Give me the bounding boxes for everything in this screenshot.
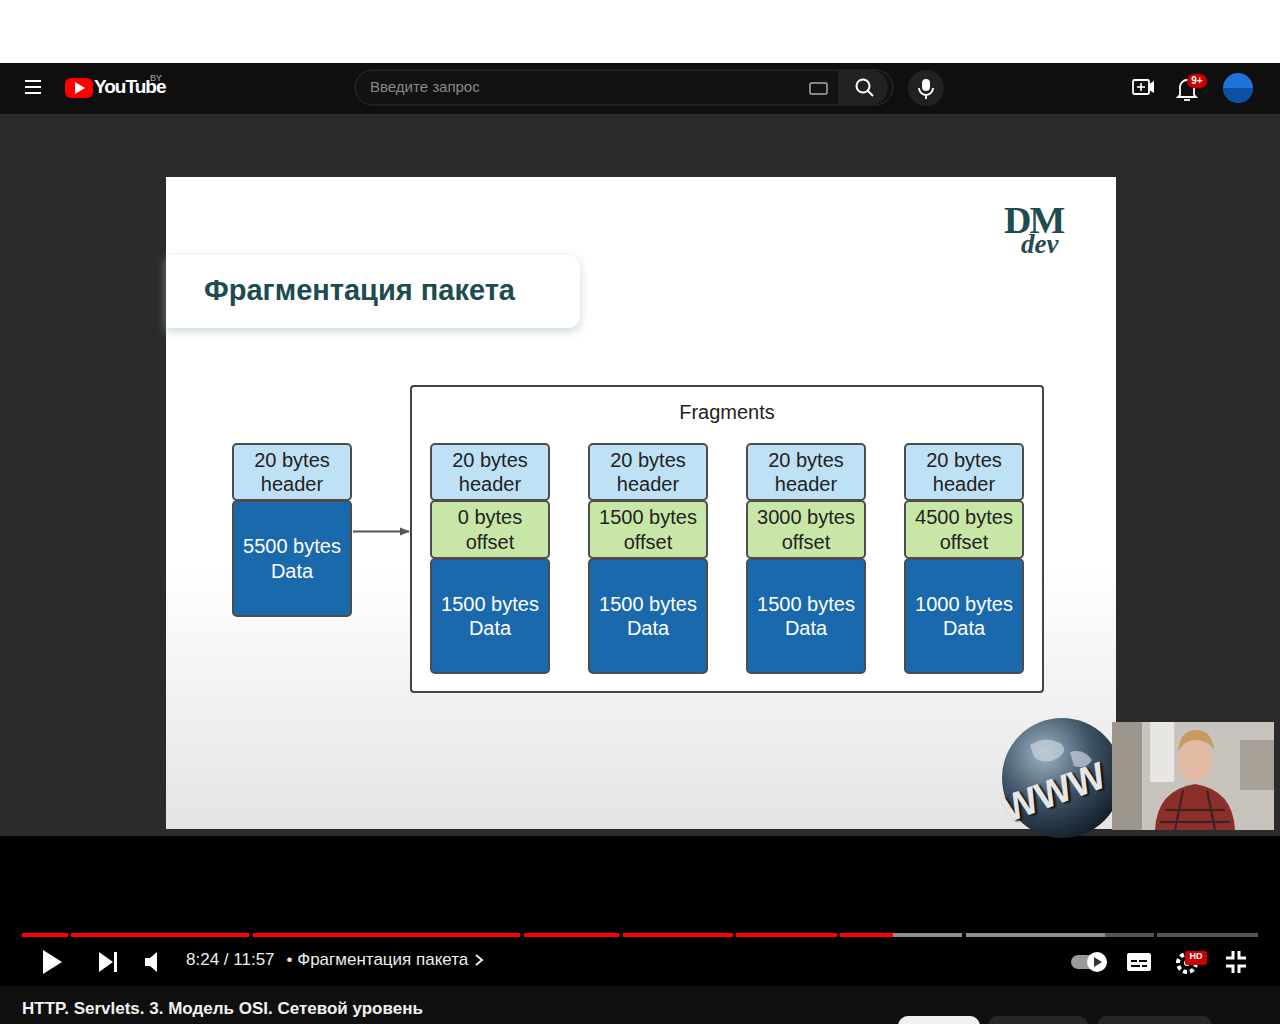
box-text: 5500 bytes Data — [238, 534, 346, 583]
data-box: 1500 bytes Data — [746, 558, 866, 674]
slide — [166, 177, 1116, 829]
search-icon — [857, 80, 870, 93]
offset-box: 1500 bytes offset — [588, 500, 708, 559]
search-placeholder: Введите запрос — [370, 79, 480, 96]
box-text: 20 bytes header — [238, 448, 346, 497]
notification-badge: 9+ — [1189, 75, 1205, 86]
header-box: 20 bytes header — [904, 443, 1024, 501]
arrow-connector — [353, 531, 409, 533]
box-text: 20 bytes header — [594, 448, 702, 497]
video-title: HTTP. Servlets. 3. Модель OSI. Сетевой у… — [22, 1000, 423, 1019]
volume-icon — [145, 952, 157, 972]
mic-icon — [922, 79, 930, 91]
data-box: 1000 bytes Data — [904, 558, 1024, 674]
box-text: 1500 bytes Data — [436, 592, 544, 641]
avatar — [1223, 73, 1253, 103]
chapter-title: • Фрагментация пакета — [287, 950, 469, 970]
slide-title: Фрагментация пакета — [204, 274, 515, 307]
box-text: 0 bytes offset — [436, 505, 544, 554]
fragments-container: Fragments 20 bytes header 0 bytes offset 15… — [410, 385, 1044, 693]
box-text: 20 bytes header — [910, 448, 1018, 497]
box-text: 4500 bytes offset — [910, 505, 1018, 554]
header-box: 20 bytes header — [232, 443, 352, 501]
hd-badge: HD — [1186, 952, 1206, 962]
offset-box: 0 bytes offset — [430, 500, 550, 559]
logo-dev: dev — [1021, 230, 1058, 260]
data-box: 1500 bytes Data — [430, 558, 550, 674]
box-text: 1000 bytes Data — [910, 592, 1018, 641]
play-icon — [43, 950, 62, 974]
data-box: 5500 bytes Data — [232, 500, 352, 617]
box-text: 3000 bytes offset — [752, 505, 860, 554]
offset-box: 3000 bytes offset — [746, 500, 866, 559]
webcam-feed — [1112, 722, 1274, 830]
title-pill — [166, 255, 580, 328]
header-box: 20 bytes header — [588, 443, 708, 501]
progress-bar — [22, 933, 1258, 937]
box-text: 1500 bytes Data — [752, 592, 860, 641]
fullscreen-exit-icon — [1226, 951, 1246, 973]
subtitles-icon — [1127, 953, 1151, 971]
container-title: Fragments — [412, 401, 1042, 424]
create-icon — [1133, 80, 1149, 94]
keyboard-icon — [810, 83, 827, 94]
box-text: 20 bytes header — [752, 448, 860, 497]
menu-icon — [25, 81, 41, 93]
box-text: 1500 bytes Data — [594, 592, 702, 641]
next-icon — [99, 952, 113, 972]
offset-box: 4500 bytes offset — [904, 500, 1024, 559]
time-row: 8:24 / 11:57 • Фрагментация пакета — [186, 950, 484, 970]
data-box: 1500 bytes Data — [588, 558, 708, 674]
chevron-icon — [474, 953, 484, 967]
box-text: 1500 bytes offset — [594, 505, 702, 554]
globe-text: WWW — [996, 755, 1111, 831]
header-box: 20 bytes header — [430, 443, 550, 501]
logo-icon — [65, 78, 93, 98]
time-display: 8:24 / 11:57 — [186, 950, 275, 970]
header-box: 20 bytes header — [746, 443, 866, 501]
box-text: 20 bytes header — [436, 448, 544, 497]
country-code: BY — [150, 74, 162, 84]
